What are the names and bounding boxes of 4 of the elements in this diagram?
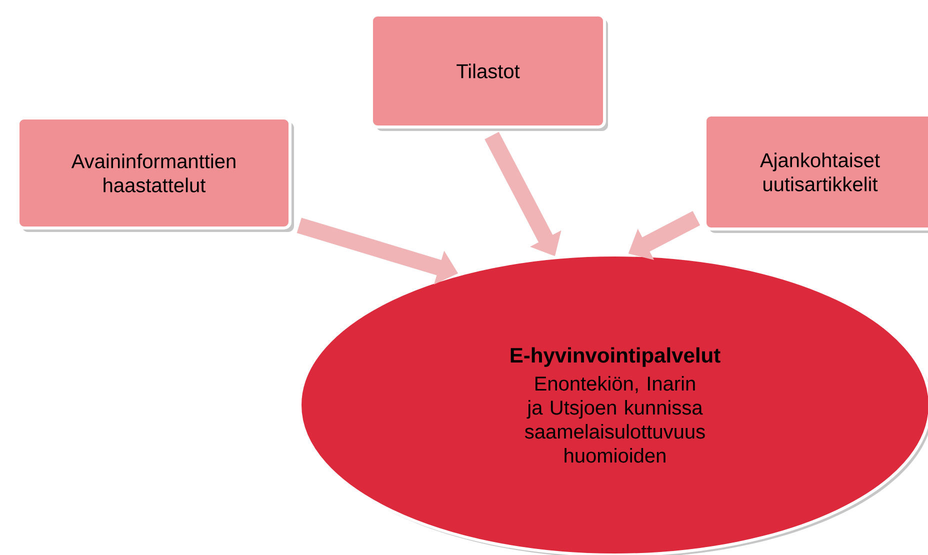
rounded-box: Ajankohtaiset uutisartikkelit <box>704 114 928 233</box>
rounded-box: Avaininformanttien haastattelut <box>16 116 294 232</box>
ellipse-node: E-hyvinvointipalvelut Enontekiön, Inarin ja Utsjoen kunnissa saamelaisulottuvuus huomioiden <box>298 254 928 555</box>
rounded-box: Tilastot <box>370 14 608 131</box>
